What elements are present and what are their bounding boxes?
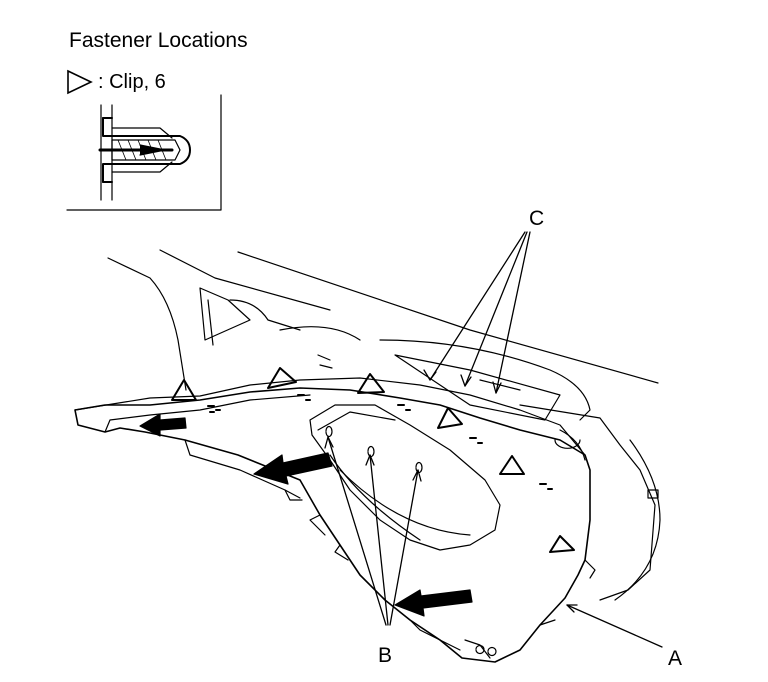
clip-marker-5 — [499, 455, 525, 475]
callout-c: C — [529, 207, 545, 230]
legend-label: : Clip, 6 — [98, 70, 166, 93]
removal-arrow-1 — [139, 413, 187, 437]
triangle-icon — [67, 69, 93, 95]
clip-marker-1 — [171, 379, 197, 401]
callout-b: B — [378, 644, 393, 667]
clip-detail-inset — [66, 94, 222, 211]
clip-marker-4 — [437, 407, 463, 429]
removal-arrow-3 — [394, 589, 473, 617]
clip-marker-3 — [357, 373, 385, 394]
diagram-title: Fastener Locations — [69, 29, 248, 52]
bumper-cover — [74, 377, 596, 663]
removal-arrows — [139, 413, 473, 617]
vehicle-body-outline — [107, 249, 661, 601]
clip-legend: : Clip, 6 — [66, 68, 166, 96]
clip-markers — [171, 367, 575, 553]
removal-arrow-2 — [253, 452, 333, 485]
callout-a: A — [668, 647, 683, 670]
clip-marker-6 — [549, 535, 575, 553]
leader-lines — [324, 231, 663, 648]
clip-marker-2 — [267, 367, 297, 389]
